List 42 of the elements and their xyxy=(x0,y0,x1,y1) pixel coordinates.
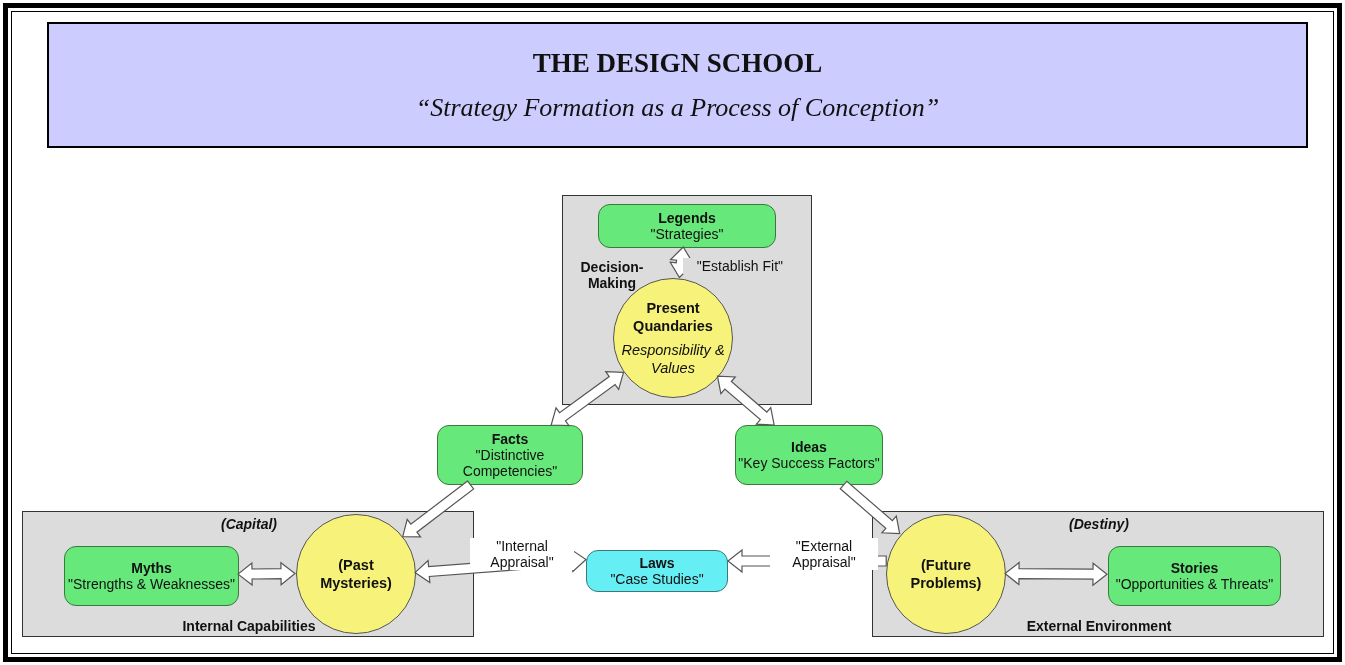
node-description: "Key Success Factors" xyxy=(737,455,881,471)
group-panel xyxy=(562,195,812,405)
rounded-box xyxy=(437,425,583,485)
edge-label: "Establish Fit" xyxy=(683,258,785,274)
block-arrow xyxy=(1004,561,1108,587)
panel-label: Internal Capabilities xyxy=(181,618,317,634)
block-arrow xyxy=(716,375,775,426)
rounded-box xyxy=(598,204,776,248)
panel-label: (Destiny) xyxy=(1068,516,1130,532)
node-title: Ideas xyxy=(790,439,828,455)
node-title: Myths xyxy=(130,560,173,576)
block-arrow xyxy=(839,480,901,535)
node-description: "Strengths & Weaknesses" xyxy=(67,576,236,592)
panel-label: External Environment xyxy=(1025,618,1173,634)
node-title: (Past Mysteries) xyxy=(319,556,393,592)
node-description: "Distinctive Competencies" xyxy=(461,447,559,479)
edge-label: "Internal Appraisal" xyxy=(470,538,574,570)
title: THE DESIGN SCHOOL xyxy=(532,47,823,79)
subtitle: “Strategy Formation as a Process of Conception” xyxy=(415,92,940,123)
panel-label: Decision-Making xyxy=(579,259,645,291)
panel-label: (Capital) xyxy=(220,516,278,532)
edge-label: "External Appraisal" xyxy=(770,538,878,570)
node-title: Laws xyxy=(638,555,676,571)
group-panel xyxy=(22,511,474,637)
rounded-box xyxy=(735,425,883,485)
block-arrow xyxy=(401,480,475,538)
block-arrow xyxy=(237,561,296,587)
node-title: Facts xyxy=(490,431,530,447)
group-panel xyxy=(872,511,1324,637)
title-banner xyxy=(47,22,1308,148)
block-arrow xyxy=(550,371,625,427)
node-description: Responsibility & Values xyxy=(620,341,726,377)
node-description: "Case Studies" xyxy=(609,571,705,587)
rounded-box xyxy=(64,546,239,606)
node-title: Legends xyxy=(657,210,717,226)
node-title: Present Quandaries xyxy=(632,299,714,335)
node-description: "Strategies" xyxy=(649,226,725,242)
rounded-box xyxy=(586,550,728,592)
node-description: "Opportunities & Threats" xyxy=(1114,576,1275,592)
node-title: (Future Problems) xyxy=(909,556,983,592)
rounded-box xyxy=(1108,546,1281,606)
node-title: Stories xyxy=(1169,560,1220,576)
